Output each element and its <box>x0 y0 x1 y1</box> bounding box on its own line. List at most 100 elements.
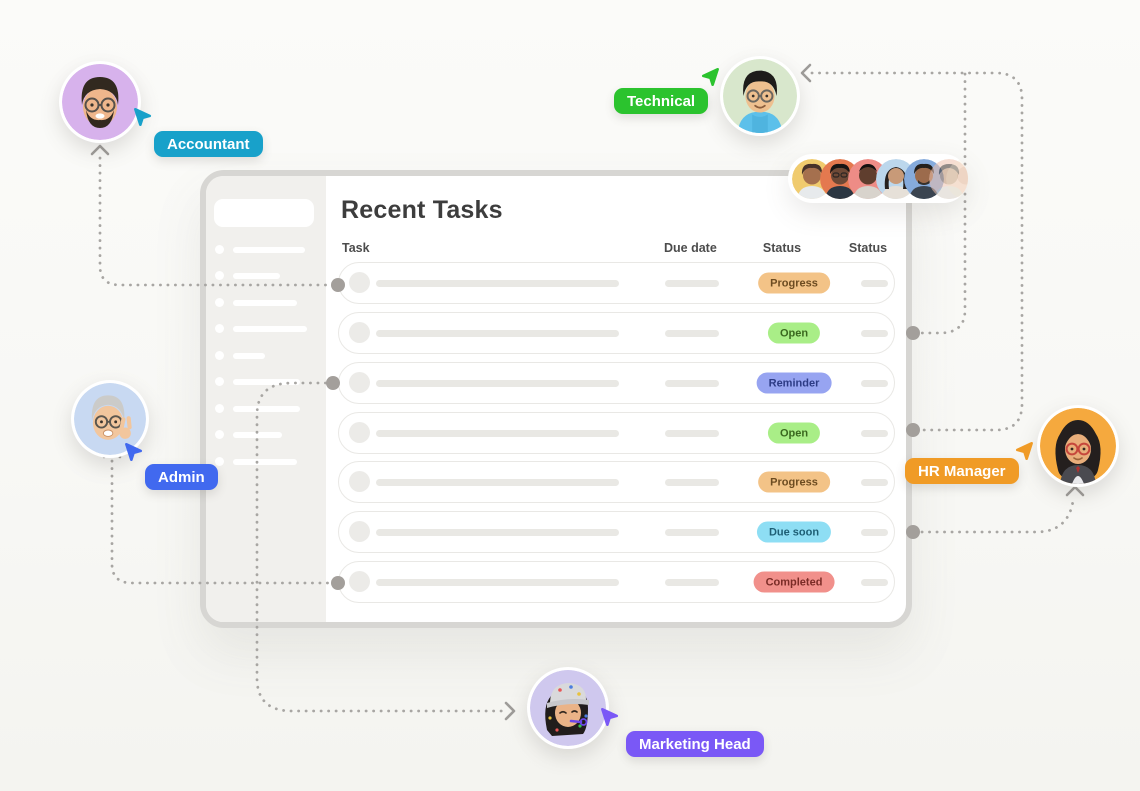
column-header-status2: Status <box>848 241 888 255</box>
column-header-task: Task <box>342 241 370 255</box>
task-row[interactable]: Open <box>338 312 895 354</box>
status2-placeholder <box>861 330 888 337</box>
status2-placeholder <box>861 380 888 387</box>
hr-manager-label: HR Manager <box>905 458 1019 484</box>
task-title-placeholder <box>376 280 619 287</box>
connector-technical-row2 <box>920 72 967 335</box>
technical-memoji-icon <box>723 59 797 133</box>
due-date-placeholder <box>665 330 719 337</box>
assignee-avatar-placeholder <box>349 571 370 592</box>
technical-cursor-icon <box>701 67 719 87</box>
sidebar-item-label-placeholder <box>233 405 300 412</box>
marketing-head-avatar <box>527 667 609 749</box>
bullet-icon <box>215 457 224 466</box>
due-date-placeholder <box>665 529 719 536</box>
sidebar-item[interactable] <box>206 351 326 361</box>
assignee-avatar-placeholder <box>349 521 370 542</box>
task-title-placeholder <box>376 479 619 486</box>
status2-placeholder <box>861 579 888 586</box>
sidebar-item-label-placeholder <box>233 352 265 359</box>
hr-manager-avatar <box>1037 405 1119 487</box>
assignee-avatar-placeholder <box>349 422 370 443</box>
marketing-head-label: Marketing Head <box>626 731 764 757</box>
bullet-icon <box>215 324 224 333</box>
bullet-icon <box>215 351 224 360</box>
technical-label: Technical <box>614 88 709 114</box>
status-badge[interactable]: Completed <box>753 571 835 593</box>
sidebar-item[interactable] <box>206 298 326 308</box>
status-badge[interactable]: Due soon <box>756 521 832 543</box>
sidebar-item-label-placeholder <box>233 378 300 385</box>
column-header-status: Status <box>762 241 802 255</box>
sidebar-item-label-placeholder <box>233 272 280 279</box>
status2-placeholder <box>861 479 888 486</box>
accountant-label: Accountant <box>154 131 263 157</box>
assignee-avatar-placeholder <box>349 471 370 492</box>
bullet-icon <box>215 404 224 413</box>
admin-avatar <box>71 380 149 458</box>
task-title-placeholder <box>376 579 619 586</box>
admin-label: Admin <box>145 464 218 490</box>
due-date-placeholder <box>665 280 719 287</box>
task-title-placeholder <box>376 330 619 337</box>
due-date-placeholder <box>665 479 719 486</box>
arrow-right-marketing-icon <box>504 701 516 721</box>
sidebar-item[interactable] <box>206 324 326 334</box>
bullet-icon <box>215 245 224 254</box>
task-row[interactable]: Reminder <box>338 362 895 404</box>
status-badge[interactable]: Open <box>767 322 821 344</box>
sidebar-item-label-placeholder <box>233 299 297 306</box>
technical-avatar <box>720 56 800 136</box>
bullet-icon <box>215 298 224 307</box>
assignee-avatar-placeholder <box>349 322 370 343</box>
accountant-cursor-icon <box>134 107 152 127</box>
marketing-head-memoji-icon <box>530 670 606 746</box>
status-badge[interactable]: Progress <box>758 272 830 294</box>
bullet-icon <box>215 377 224 386</box>
logo-placeholder <box>214 199 314 227</box>
status2-placeholder <box>861 529 888 536</box>
task-title-placeholder <box>376 529 619 536</box>
task-row[interactable]: Progress <box>338 262 895 304</box>
column-header-duedate: Due date <box>664 241 717 255</box>
task-row[interactable]: Open <box>338 412 895 454</box>
task-row[interactable]: Progress <box>338 461 895 503</box>
assignee-avatar-placeholder <box>349 372 370 393</box>
task-row[interactable]: Due soon <box>338 511 895 553</box>
sidebar <box>206 176 326 622</box>
sidebar-item-label-placeholder <box>233 325 307 332</box>
accountant-memoji-icon <box>62 64 138 140</box>
task-title-placeholder <box>376 380 619 387</box>
status2-placeholder <box>861 430 888 437</box>
assignee-avatar-placeholder <box>349 272 370 293</box>
sidebar-item[interactable] <box>206 377 326 387</box>
status-badge[interactable]: Reminder <box>756 372 832 394</box>
sidebar-item-label-placeholder <box>233 246 305 253</box>
due-date-placeholder <box>665 430 719 437</box>
arrow-left-technical-icon <box>800 63 812 83</box>
sidebar-item[interactable] <box>206 271 326 281</box>
status-badge[interactable]: Progress <box>758 471 830 493</box>
bullet-icon <box>215 430 224 439</box>
accountant-avatar <box>59 61 141 143</box>
bullet-icon <box>215 271 224 280</box>
page-title: Recent Tasks <box>341 196 503 224</box>
status2-placeholder <box>861 280 888 287</box>
sidebar-item-label-placeholder <box>233 458 297 465</box>
status-badge[interactable]: Open <box>767 422 821 444</box>
sidebar-item[interactable] <box>206 245 326 255</box>
task-title-placeholder <box>376 430 619 437</box>
sidebar-item[interactable] <box>206 430 326 440</box>
due-date-placeholder <box>665 380 719 387</box>
sidebar-item[interactable] <box>206 457 326 467</box>
task-row[interactable]: Completed <box>338 561 895 603</box>
connector-hr-row6 <box>920 499 1075 534</box>
admin-memoji-icon <box>74 383 146 455</box>
arrow-up-hr-icon <box>1065 485 1085 497</box>
arrow-up-accountant-icon <box>90 144 110 156</box>
marketing-head-cursor-icon <box>601 707 619 727</box>
hr-manager-cursor-icon <box>1015 441 1033 461</box>
sidebar-item[interactable] <box>206 404 326 414</box>
due-date-placeholder <box>665 579 719 586</box>
sidebar-item-label-placeholder <box>233 431 282 438</box>
